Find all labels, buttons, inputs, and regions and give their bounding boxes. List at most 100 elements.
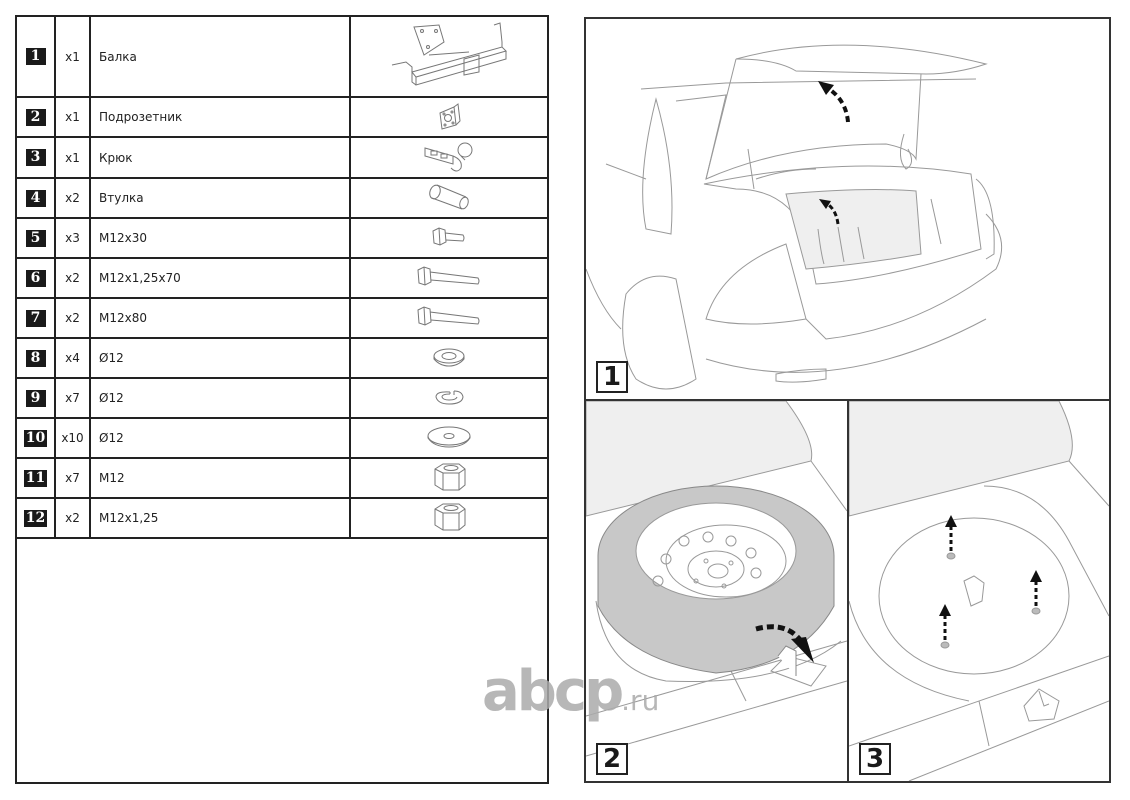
part-number-cell: 3: [17, 136, 56, 179]
step-3-pane: 3: [849, 401, 1109, 781]
short-bolt-icon: [429, 225, 469, 252]
part-image-cell: [349, 337, 547, 379]
part-image-cell: [349, 17, 547, 98]
step-2-pane: 2: [586, 401, 849, 781]
part-image-cell: [349, 457, 547, 499]
empty-area: [17, 537, 547, 779]
part-number-cell: 9: [17, 377, 56, 419]
towbar-beam-icon: [384, 17, 514, 96]
long-bolt-icon: [414, 304, 484, 333]
spare-wheel-illustration: [586, 401, 847, 757]
part-number-badge: 12: [23, 509, 48, 527]
part-name: Крюк: [89, 136, 351, 179]
part-qty: x2: [54, 497, 91, 539]
part-qty: x3: [54, 217, 91, 259]
watermark-main: abcp: [482, 659, 624, 724]
part-name: Втулка: [89, 177, 351, 219]
part-name: M12x1,25x70: [89, 257, 351, 299]
part-name: Балка: [89, 17, 351, 98]
open-trunk-illustration: [586, 44, 1003, 390]
flat-washer-icon: [430, 346, 468, 371]
lift-arrows: [818, 81, 850, 225]
installation-steps-panel: 1 2: [584, 17, 1111, 783]
part-qty: x4: [54, 337, 91, 379]
hex-nut-icon: [429, 461, 469, 496]
part-image-cell: [349, 417, 547, 459]
part-qty: x2: [54, 257, 91, 299]
hex-nut-icon: [429, 501, 469, 536]
part-qty: x7: [54, 457, 91, 499]
arrow-up-icon: [1030, 570, 1042, 582]
arrow-up-icon: [939, 604, 951, 616]
part-number-badge: 5: [25, 229, 46, 247]
part-number-cell: 7: [17, 297, 56, 339]
part-number-badge: 2: [25, 108, 46, 126]
arrow-head-icon: [818, 81, 834, 95]
tow-ball-hook-icon: [421, 138, 477, 177]
up-arrows: [939, 515, 1042, 640]
part-image-cell: [349, 497, 547, 539]
rotate-arrow: [755, 624, 814, 663]
watermark-tld: .ru: [621, 684, 660, 717]
part-number-cell: 10: [17, 417, 56, 459]
part-name: Ø12: [89, 377, 351, 419]
part-qty: x2: [54, 177, 91, 219]
part-number-cell: 12: [17, 497, 56, 539]
part-image-cell: [349, 96, 547, 138]
part-number-cell: 2: [17, 96, 56, 138]
part-image-cell: [349, 177, 547, 219]
long-bolt-icon: [414, 264, 484, 293]
watermark: abcp.ru: [482, 664, 659, 729]
bushing-icon: [426, 183, 472, 214]
part-number-badge: 3: [25, 149, 46, 166]
part-number-badge: 10: [23, 429, 48, 447]
part-number-cell: 1: [17, 17, 56, 98]
part-number-cell: 6: [17, 257, 56, 299]
part-number-badge: 4: [25, 189, 46, 207]
part-qty: x7: [54, 377, 91, 419]
part-number-badge: 8: [25, 349, 46, 367]
arrow-up-icon: [945, 515, 957, 527]
part-image-cell: [349, 257, 547, 299]
part-image-cell: [349, 377, 547, 419]
part-number-cell: 8: [17, 337, 56, 379]
part-image-cell: [349, 297, 547, 339]
part-qty: x10: [54, 417, 91, 459]
part-name: Подрозетник: [89, 96, 351, 138]
step-1-pane: 1: [586, 19, 1109, 401]
wide-washer-icon: [424, 424, 474, 453]
part-qty: x1: [54, 17, 91, 98]
part-name: M12x1,25: [89, 497, 351, 539]
empty-cell: [17, 537, 547, 779]
part-number-cell: 11: [17, 457, 56, 499]
part-qty: x1: [54, 136, 91, 179]
wheel-well-illustration: [849, 401, 1109, 781]
part-qty: x1: [54, 96, 91, 138]
socket-bracket-icon: [434, 101, 464, 134]
part-image-cell: [349, 136, 547, 179]
part-name: M12x80: [89, 297, 351, 339]
step-label: 1: [596, 361, 628, 393]
part-name: M12x30: [89, 217, 351, 259]
part-number-badge: 6: [25, 269, 46, 287]
part-number-cell: 4: [17, 177, 56, 219]
part-number-badge: 1: [25, 48, 46, 65]
part-name: Ø12: [89, 337, 351, 379]
arrow-head-icon: [791, 637, 814, 663]
arrow-head-icon: [819, 199, 831, 209]
part-qty: x2: [54, 297, 91, 339]
part-name: Ø12: [89, 417, 351, 459]
